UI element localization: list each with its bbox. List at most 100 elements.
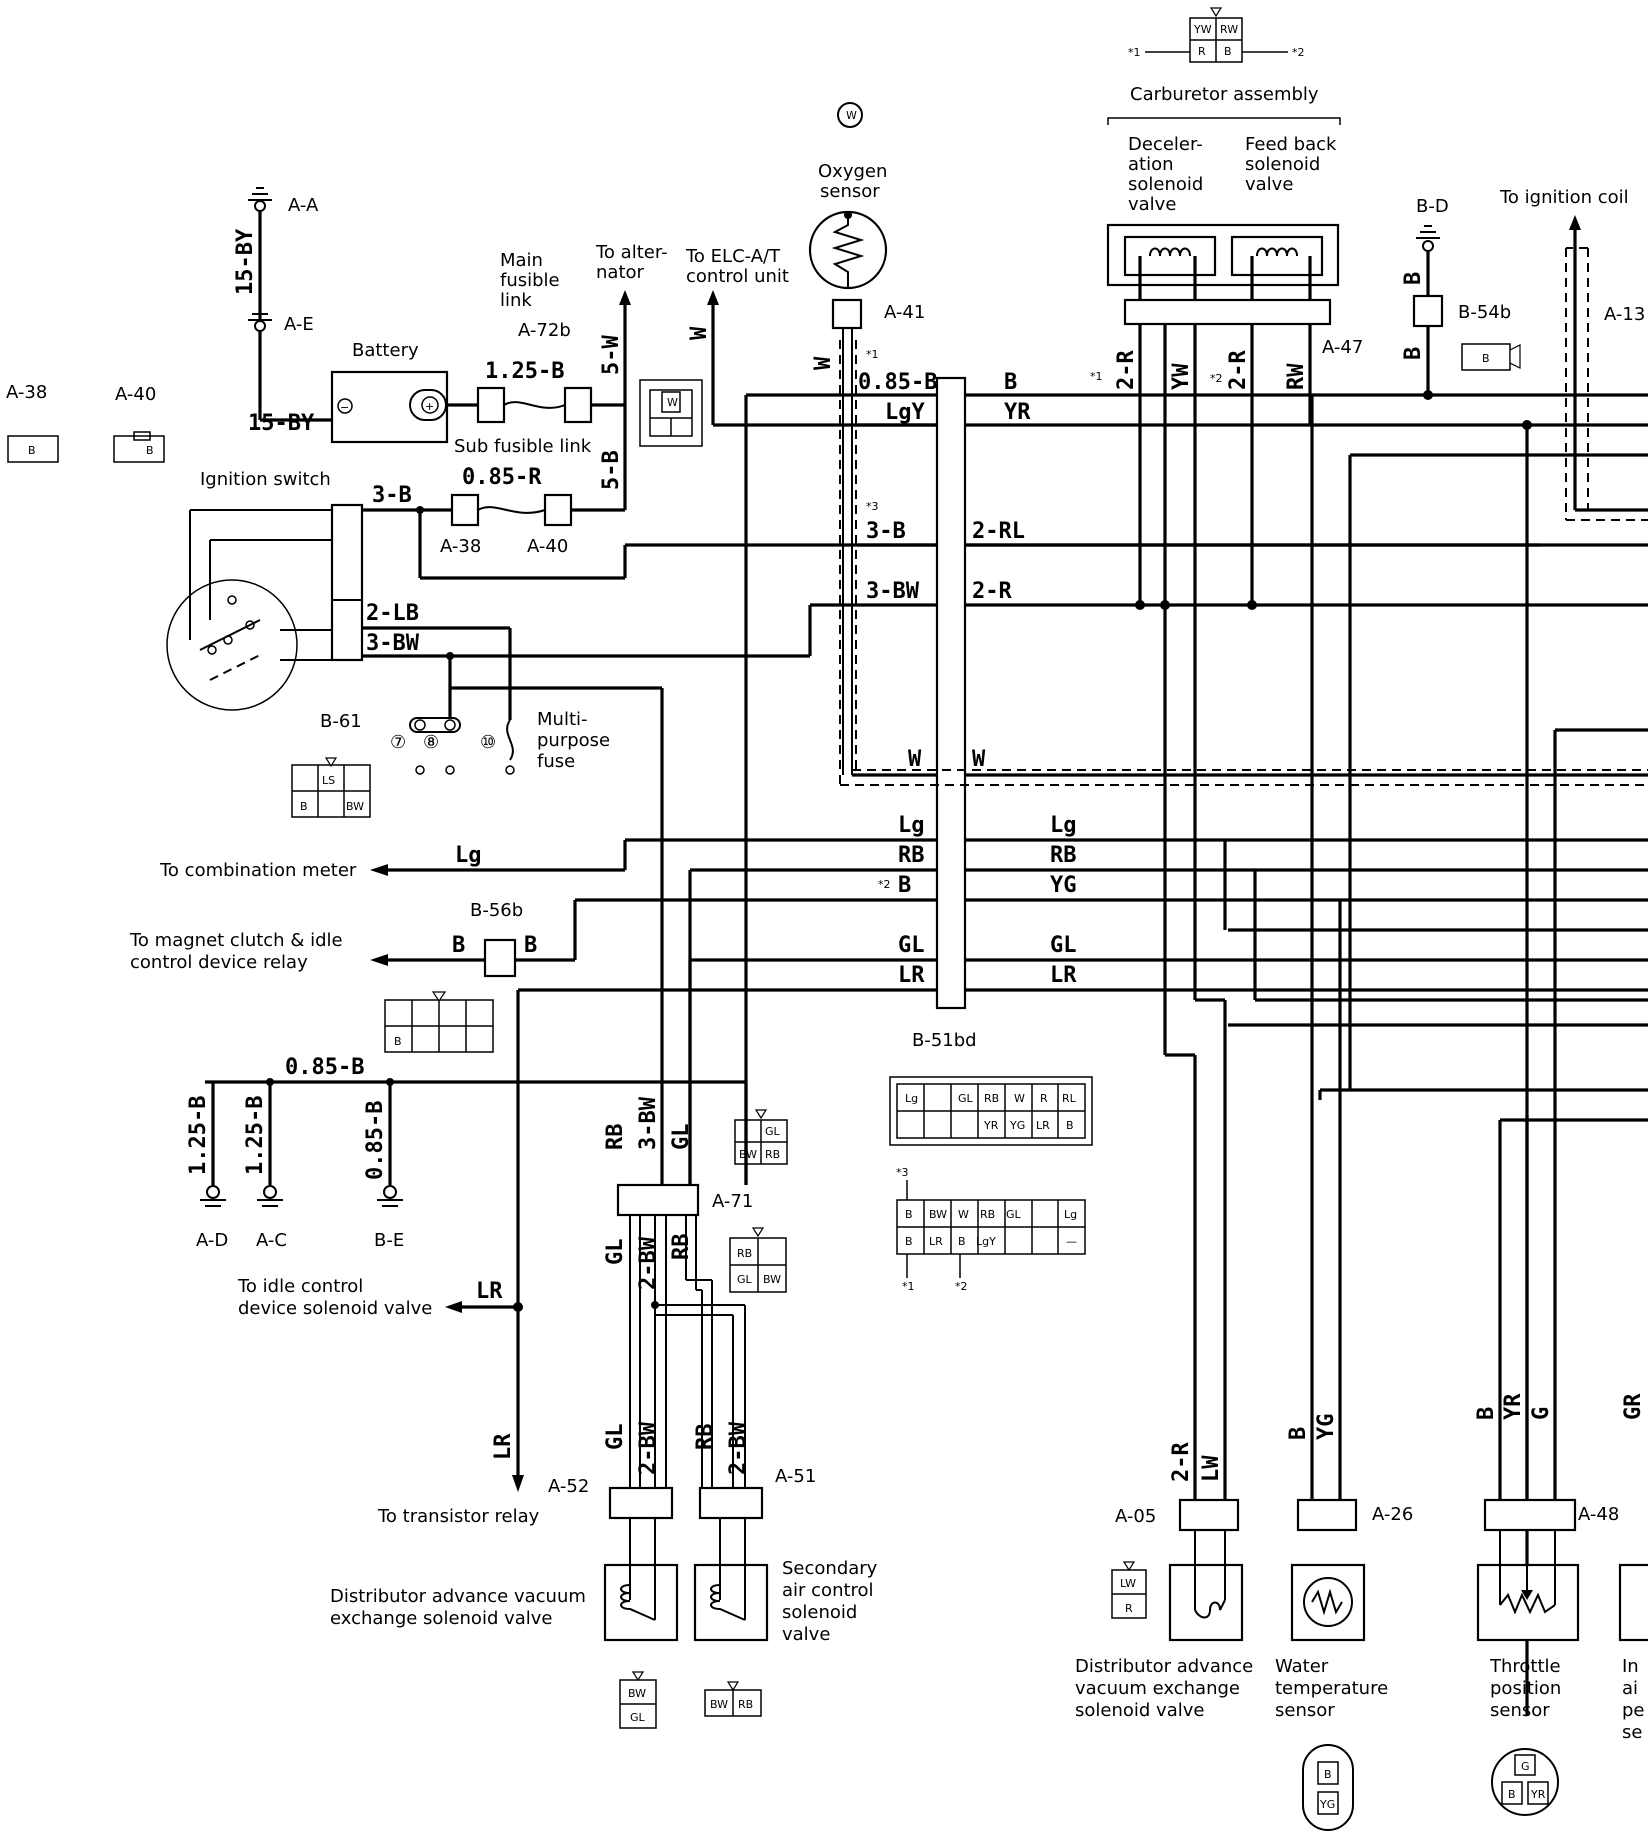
svg-text:B: B — [1508, 1788, 1516, 1801]
connector-a48 — [1483, 1498, 1577, 1532]
svg-text:GL: GL — [630, 1711, 646, 1724]
wire-label: GL — [1050, 933, 1077, 958]
svg-text:position: position — [1490, 1678, 1561, 1699]
fuse-number-8: ⑧ — [423, 732, 439, 753]
svg-text:sensor: sensor — [820, 181, 880, 202]
svg-text:pe: pe — [1622, 1700, 1645, 1721]
svg-text:RB: RB — [980, 1208, 995, 1221]
battery-section: A-A A-E 15-BY 15-BY Battery − + 1.25-B M… — [6, 187, 703, 510]
svg-text:LR: LR — [929, 1235, 943, 1248]
svg-text:fuse: fuse — [537, 751, 575, 772]
to-ignition-coil-label: To ignition coil — [1499, 187, 1629, 208]
wire-label: GL — [603, 1424, 628, 1451]
connector-a26 — [1296, 1498, 1358, 1532]
wire-label: 3-BW — [366, 631, 420, 656]
wire-label: 0.85-B — [363, 1101, 388, 1180]
svg-text:YR: YR — [1530, 1788, 1546, 1801]
svg-text:B: B — [958, 1235, 966, 1248]
wire-label: W — [972, 747, 986, 772]
wire-label: RB — [669, 1234, 694, 1261]
dist-adv-valve-left-label: Distributor advance vacuum — [330, 1586, 586, 1607]
wire-label: W — [908, 747, 922, 772]
wire-label: RB — [693, 1424, 718, 1451]
wire-label: 3-B — [372, 483, 412, 508]
wire-label: RB — [898, 843, 925, 868]
wire-label: 0.85-B — [285, 1055, 364, 1080]
svg-text:YG: YG — [1009, 1119, 1025, 1132]
main-fusible-link-label: Main — [500, 250, 543, 271]
svg-text:BW: BW — [346, 800, 364, 813]
svg-text:ai: ai — [1622, 1678, 1638, 1699]
svg-text:temperature: temperature — [1275, 1678, 1388, 1699]
wire-label: GL — [603, 1239, 628, 1266]
svg-text:*1: *1 — [902, 1280, 915, 1293]
connector-icon-a40 — [113, 435, 165, 463]
wire-label: B — [1004, 370, 1017, 395]
connector-a71 — [616, 1183, 700, 1217]
svg-text:solenoid: solenoid — [782, 1602, 857, 1623]
connector-label-a71: A-71 — [712, 1191, 753, 1212]
connector-a47 — [1123, 298, 1332, 326]
svg-text:BW: BW — [710, 1698, 728, 1711]
to-combination-meter-label: To combination meter — [159, 860, 357, 881]
wire-label: 2-R — [1114, 350, 1139, 390]
wire-label: 5-W — [599, 335, 624, 375]
svg-text:control device relay: control device relay — [130, 952, 308, 973]
wire-label: GL — [669, 1124, 694, 1151]
connector-label-b56b: B-56b — [470, 900, 523, 921]
dist-adv-valve-right-label: Distributor advance — [1075, 1656, 1253, 1677]
connector-label-b61: B-61 — [320, 711, 362, 732]
wire-label: GR — [1621, 1393, 1646, 1420]
wire-label: YW — [1169, 363, 1194, 390]
svg-text:RB: RB — [765, 1148, 780, 1161]
connector-label-a48: A-48 — [1578, 1504, 1619, 1525]
wire-label: YG — [1050, 873, 1077, 898]
svg-text:B: B — [1066, 1119, 1074, 1132]
svg-text:BW: BW — [628, 1687, 646, 1700]
connector-label-b54b: B-54b — [1458, 302, 1511, 323]
svg-text:GL: GL — [958, 1092, 974, 1105]
wire-label: 2-BW — [726, 1421, 751, 1475]
connector-a52 — [608, 1486, 674, 1520]
wire-label: LW — [1199, 1455, 1224, 1482]
svg-text:W: W — [958, 1208, 969, 1221]
wire-label: LR — [476, 1279, 503, 1304]
svg-text:B: B — [146, 444, 154, 457]
wire-label: W — [811, 356, 836, 370]
oxygen-sensor-connector-icon — [837, 102, 863, 128]
secondary-air-valve-label: Secondary — [782, 1558, 878, 1579]
svg-text:—: — — [1066, 1235, 1077, 1248]
wire-label: 2-R — [972, 579, 1012, 604]
wire-label: Lg — [455, 843, 482, 868]
wire-label: 3-BW — [636, 1096, 661, 1150]
svg-text:air control: air control — [782, 1580, 874, 1601]
connector-label-a13: A-13 — [1604, 304, 1645, 325]
ground-label-b-e: B-E — [374, 1230, 404, 1251]
wire-label: 2-R — [1169, 1442, 1194, 1482]
svg-text:Lg: Lg — [905, 1092, 918, 1105]
connector-label-a38: A-38 — [440, 536, 481, 557]
svg-text:se: se — [1622, 1722, 1642, 1743]
connector-label-a41: A-41 — [884, 302, 925, 323]
svg-text:*2: *2 — [1292, 46, 1305, 59]
wire-label: Lg — [1050, 813, 1077, 838]
svg-text:solenoid valve: solenoid valve — [1075, 1700, 1204, 1721]
wire-label: LR — [898, 963, 925, 988]
svg-text:YG: YG — [1319, 1798, 1335, 1811]
svg-text:*3: *3 — [896, 1166, 909, 1179]
wire-label: B — [1401, 347, 1426, 360]
wire-label: Lg — [898, 813, 925, 838]
svg-text:LW: LW — [1120, 1577, 1136, 1590]
connector-label-b51bd: B-51bd — [912, 1030, 977, 1051]
dist-adv-valve-left-icon — [603, 1563, 679, 1642]
svg-text:GL: GL — [737, 1273, 753, 1286]
ground-label-a-c: A-C — [256, 1230, 287, 1251]
svg-text:RL: RL — [1062, 1092, 1077, 1105]
svg-text:sensor: sensor — [1490, 1700, 1550, 1721]
svg-text:*1: *1 — [1090, 370, 1103, 383]
svg-text:valve: valve — [1245, 174, 1293, 195]
wire-label: B — [1286, 1427, 1311, 1440]
feedback-valve-label: Feed back — [1245, 134, 1337, 155]
svg-text:sensor: sensor — [1275, 1700, 1335, 1721]
svg-text:RW: RW — [1220, 23, 1238, 36]
